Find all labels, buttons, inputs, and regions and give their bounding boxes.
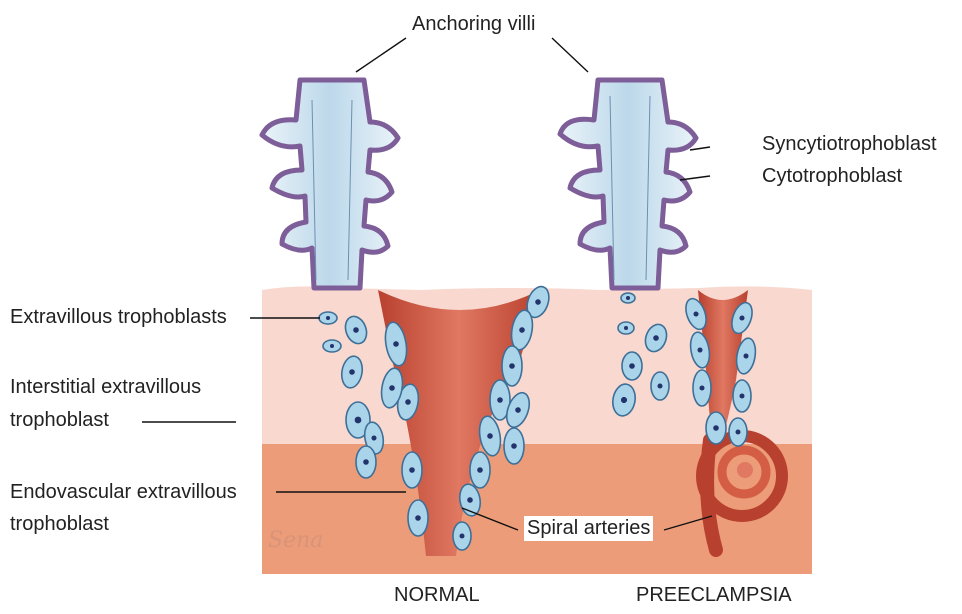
label-preeclampsia: PREECLAMPSIA [636, 583, 792, 608]
trophoblast-cell [621, 293, 635, 303]
label-interstitial-line2: trophoblast [10, 408, 109, 433]
trophoblast-cell [622, 352, 642, 380]
anchoring-villus-normal [262, 80, 398, 288]
label-interstitial-line1: Interstitial extravillous [10, 375, 201, 400]
trophoblast-cell [693, 370, 711, 406]
trophoblast-cell [729, 418, 747, 446]
trophoblast-cell [502, 346, 522, 386]
trophoblast-cell [453, 522, 471, 550]
artist-signature: Sena [268, 528, 323, 553]
trophoblast-cell [319, 312, 337, 324]
trophoblast-cell [323, 340, 341, 352]
trophoblast-cell [408, 500, 428, 536]
leader-anchoring-normal [356, 38, 406, 72]
trophoblast-cell [651, 372, 669, 400]
trophoblast-cell [356, 446, 376, 478]
label-normal: NORMAL [394, 583, 480, 608]
label-endovascular-line1: Endovascular extravillous [10, 480, 237, 505]
label-endovascular-line2: trophoblast [10, 512, 109, 537]
label-extravillous-trophoblasts: Extravillous trophoblasts [10, 305, 227, 330]
label-cytotrophoblast: Cytotrophoblast [762, 164, 902, 189]
trophoblast-cell [402, 452, 422, 488]
trophoblast-cell [470, 452, 490, 488]
trophoblast-cell [733, 380, 751, 412]
trophoblast-cell [706, 412, 726, 444]
label-syncytiotrophoblast: Syncytiotrophoblast [762, 132, 937, 157]
trophoblast-cell [618, 322, 634, 334]
label-anchoring-villi: Anchoring villi [412, 12, 535, 37]
leader-syncytiotrophoblast [690, 147, 710, 150]
trophoblast-cell [504, 428, 524, 464]
label-spiral-arteries: Spiral arteries [524, 516, 653, 541]
leader-anchoring-preeclampsia [552, 38, 588, 72]
anchoring-villus-preeclampsia [560, 80, 696, 288]
